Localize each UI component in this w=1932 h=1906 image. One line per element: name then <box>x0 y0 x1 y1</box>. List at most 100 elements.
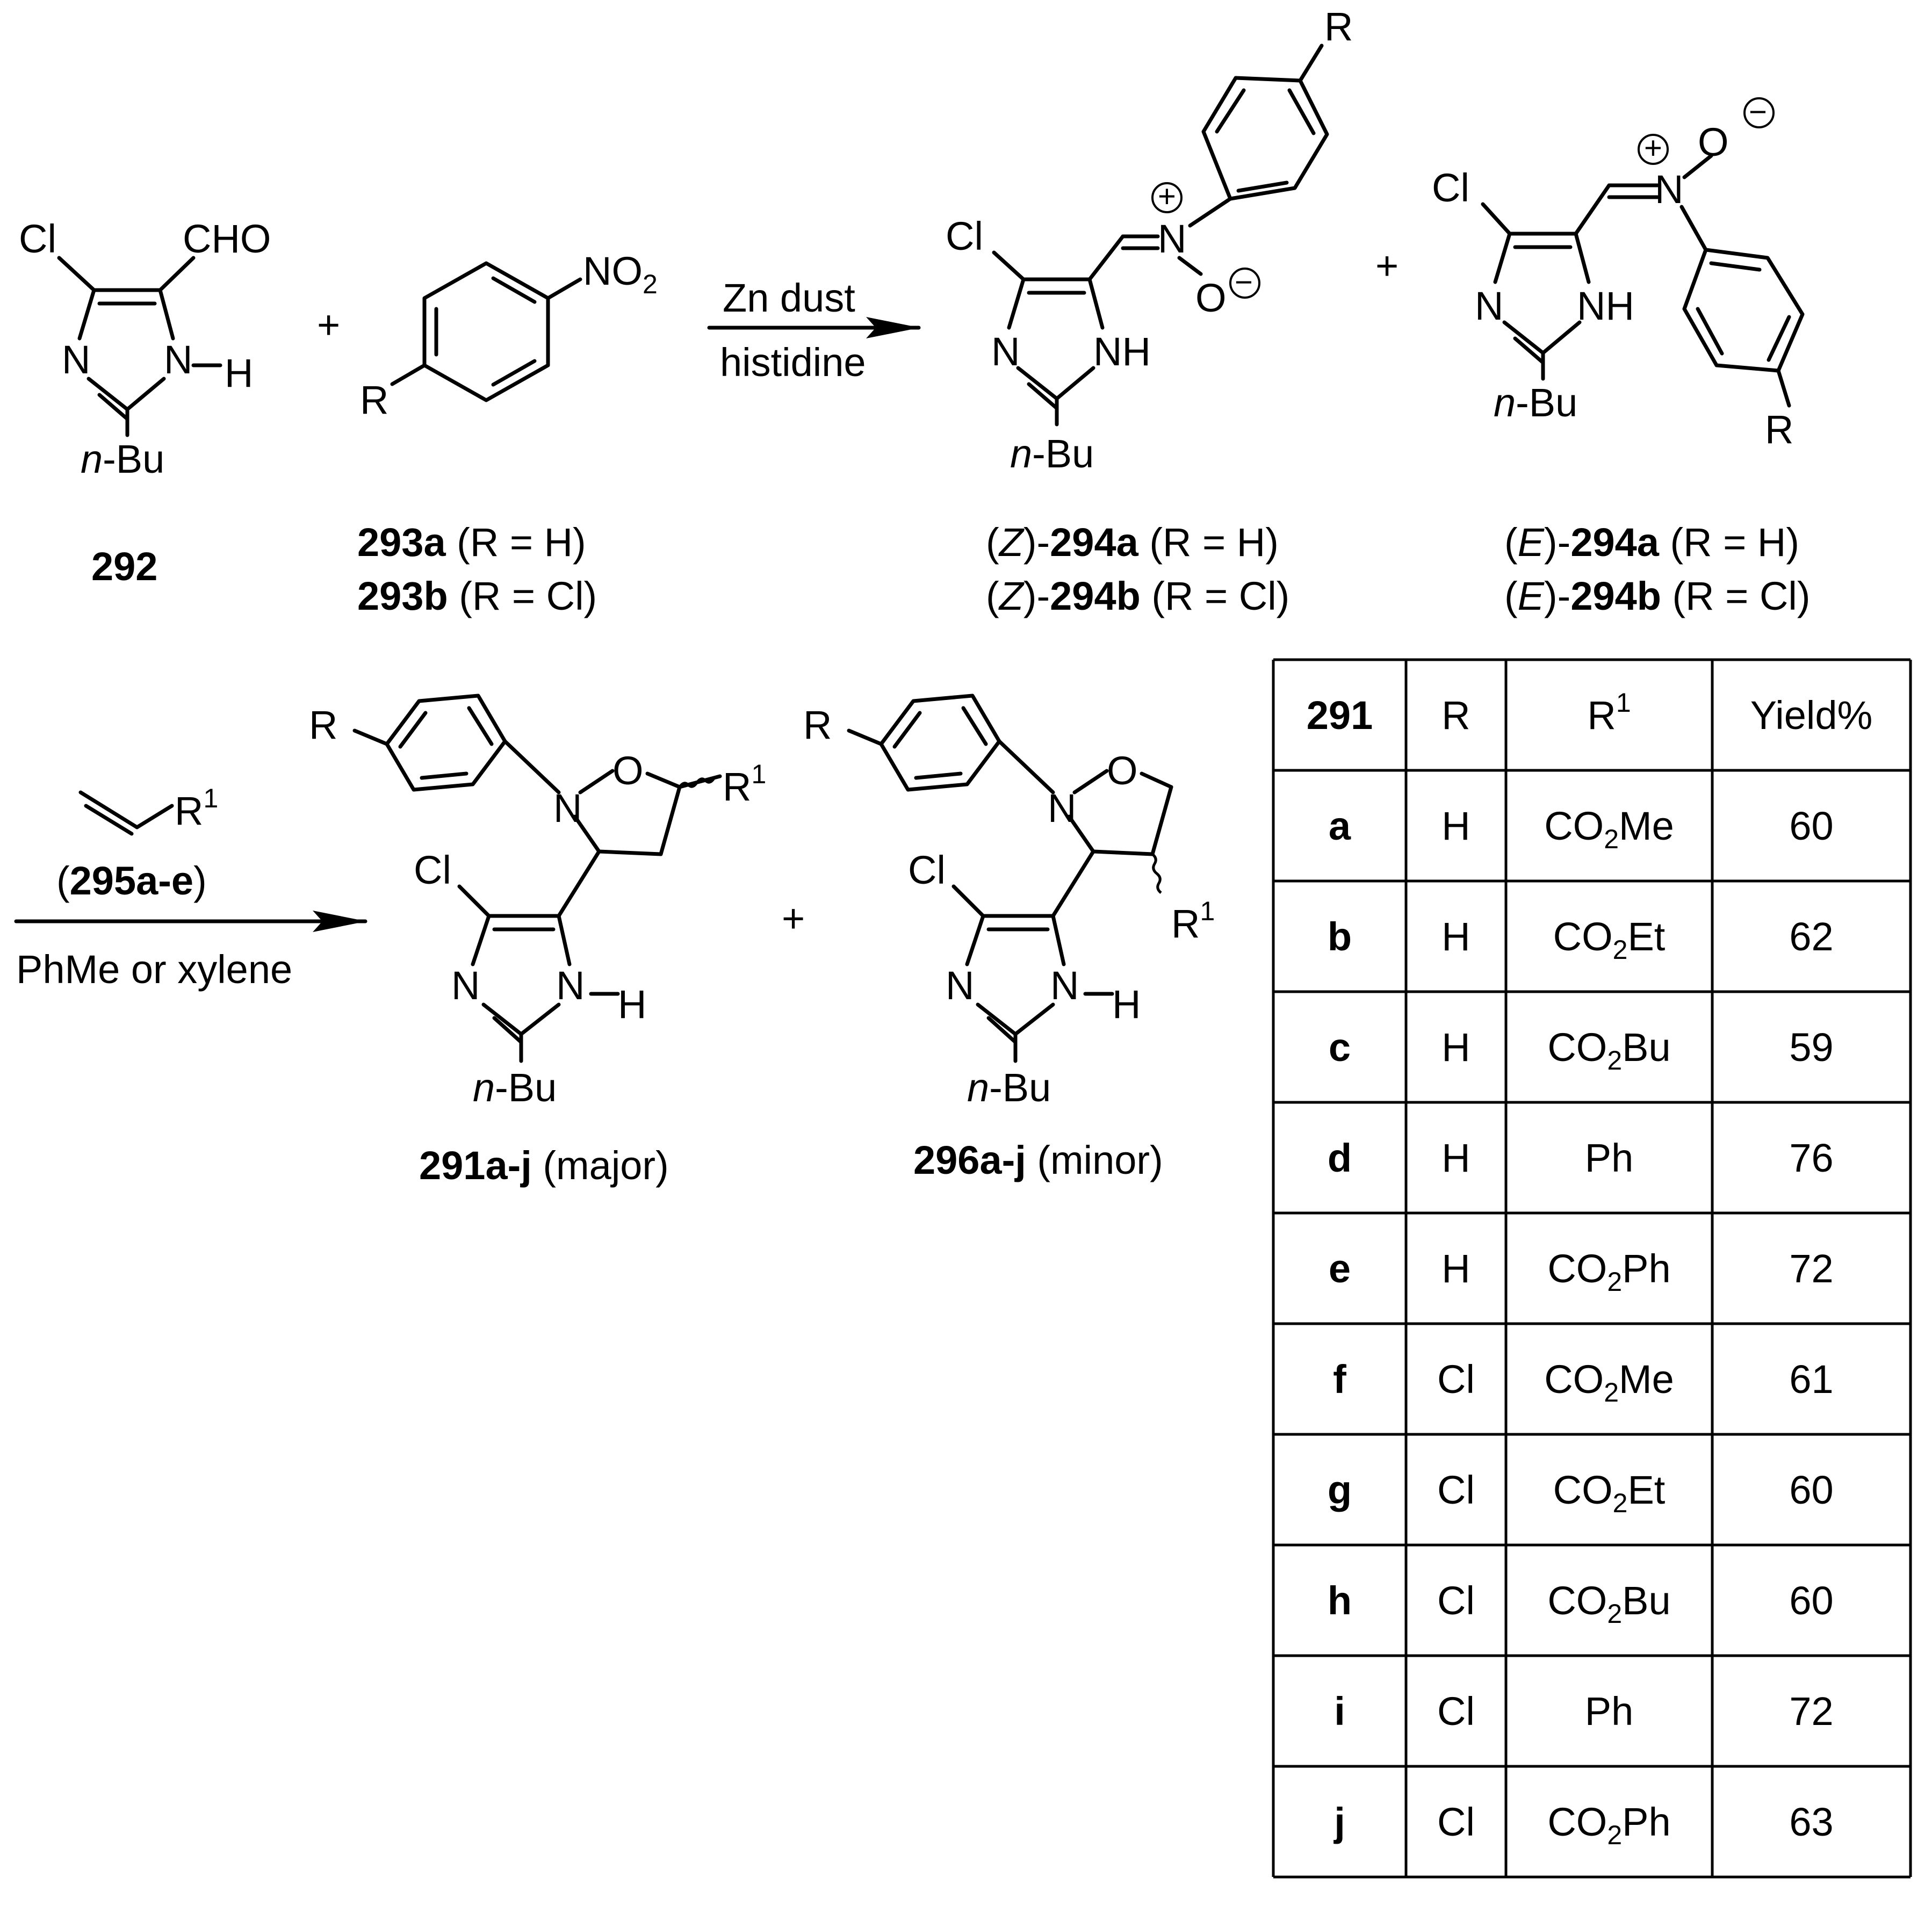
table-cell-r: Cl <box>1437 1689 1475 1734</box>
table-cell-yield: 63 <box>1789 1800 1833 1844</box>
compound-label-291: 291a-j (major) <box>419 1143 669 1188</box>
table-cell-r1: Ph <box>1585 1689 1634 1734</box>
cl-atom: Cl <box>946 214 983 258</box>
table-cell-r1: CO2Bu <box>1547 1578 1670 1629</box>
table-cell-r1: CO2Ph <box>1547 1246 1670 1297</box>
cho-group: CHO <box>183 216 271 261</box>
n-atom: N <box>1158 216 1186 261</box>
table-cell-r: Cl <box>1437 1800 1475 1844</box>
o-atom: O <box>1195 276 1227 320</box>
h-atom: H <box>618 982 646 1027</box>
compound-e-294: Cl N NH n-Bu N + O − R (E)-294a (R = H) … <box>1432 95 1810 618</box>
compound-label-e294b: (E)-294b (R = Cl) <box>1504 574 1810 618</box>
nbu-group: n-Bu <box>473 1065 557 1110</box>
r-substituent: R <box>1765 407 1793 452</box>
table-cell-yield: 60 <box>1789 804 1833 848</box>
compound-label-z294a: (Z)-294a (R = H) <box>986 520 1279 565</box>
o-atom: O <box>1698 120 1729 164</box>
table-cell-entry: h <box>1328 1578 1352 1623</box>
r-substituent: R <box>309 703 337 747</box>
compound-label-296: 296a-j (minor) <box>913 1138 1163 1182</box>
table-cell-entry: a <box>1329 804 1351 848</box>
table-cell-entry: j <box>1333 1800 1345 1844</box>
cl-atom: Cl <box>908 848 946 892</box>
nh-group: NH <box>1093 329 1151 374</box>
plus-sign: + <box>782 896 805 941</box>
compound-z-294: Cl N NH n-Bu N + O − R (Z)-294a (R = H) … <box>946 4 1353 618</box>
h-atom: H <box>225 351 253 395</box>
r-substituent: R <box>803 703 832 747</box>
table-cell-entry: c <box>1329 1025 1351 1070</box>
nbu-group: n-Bu <box>967 1065 1051 1110</box>
n-atom: N <box>1050 963 1079 1008</box>
n-atom: N <box>553 786 582 831</box>
h-atom: H <box>1112 982 1141 1027</box>
reaction-arrow-1: Zn dust histidine <box>707 276 921 385</box>
table-cell-r: H <box>1441 804 1470 848</box>
table-header-compound: 291 <box>1307 693 1373 738</box>
table-cell-yield: 61 <box>1789 1357 1833 1402</box>
table-cell-yield: 76 <box>1789 1136 1833 1180</box>
table-cell-r1: Ph <box>1585 1136 1634 1180</box>
n-atom: N <box>946 963 974 1008</box>
n-atom: N <box>556 963 585 1008</box>
table-cell-r1: CO2Bu <box>1547 1025 1670 1075</box>
solvent-label: PhMe or xylene <box>16 947 292 992</box>
table-cell-entry: g <box>1328 1468 1352 1512</box>
nitro-group: NO2 <box>583 249 658 299</box>
n-atom: N <box>62 337 90 382</box>
table-cell-r: Cl <box>1437 1468 1475 1512</box>
r1-substituent: R1 <box>723 759 766 809</box>
table-cell-entry: d <box>1328 1136 1352 1180</box>
n-atom: N <box>451 963 480 1008</box>
cl-atom: Cl <box>1432 165 1469 210</box>
nh-group: NH <box>1577 284 1634 328</box>
r-substituent: R <box>1324 4 1353 49</box>
table-cell-yield: 62 <box>1789 914 1833 959</box>
reagent-histidine: histidine <box>720 340 866 385</box>
table-cell-r: H <box>1441 1136 1470 1180</box>
table-header-r: R <box>1441 693 1470 738</box>
table-cell-entry: f <box>1333 1357 1346 1402</box>
reaction-arrow-2: R1 (295a-e) PhMe or xylene <box>14 783 367 992</box>
table-cell-r: Cl <box>1437 1357 1475 1402</box>
nbu-group: n-Bu <box>1494 380 1577 425</box>
nbu-group: n-Bu <box>81 437 164 481</box>
compound-label-293b: 293b (R = Cl) <box>357 574 597 618</box>
table-cell-yield: 72 <box>1789 1246 1833 1291</box>
table-cell-r1: CO2Me <box>1544 804 1674 854</box>
compound-label-e294a: (E)-294a (R = H) <box>1504 520 1799 565</box>
compound-293: NO2 R 293a (R = H) 293b (R = Cl) <box>357 249 658 618</box>
table-cell-yield: 60 <box>1789 1468 1833 1512</box>
compound-291: R N O R1 Cl N N H n-Bu 291a-j (major) <box>309 694 766 1188</box>
compound-label-z294b: (Z)-294b (R = Cl) <box>986 574 1289 618</box>
table-cell-r: H <box>1441 1246 1470 1291</box>
o-atom: O <box>1107 748 1138 793</box>
r1-substituent: R1 <box>1171 896 1215 946</box>
plus-sign: + <box>1375 243 1398 288</box>
table-cell-yield: 59 <box>1789 1025 1833 1070</box>
table-cell-r1: CO2Et <box>1553 1468 1666 1518</box>
table-cell-r: H <box>1441 1025 1470 1070</box>
table-cell-entry: i <box>1334 1689 1345 1734</box>
table-cell-r1: CO2Et <box>1553 914 1666 965</box>
table-cell-entry: b <box>1328 914 1352 959</box>
compound-label-292: 292 <box>91 544 157 589</box>
table-header-r1: R1 <box>1587 688 1631 738</box>
cl-atom: Cl <box>19 216 56 261</box>
n-atom: N <box>164 337 192 382</box>
compound-296: R N O R1 Cl N N H n-Bu 296a-j (minor) <box>803 694 1215 1182</box>
table-cell-r: H <box>1441 914 1470 959</box>
n-atom: N <box>991 329 1020 374</box>
alkene-r1: R1 <box>175 783 218 833</box>
table-cell-entry: e <box>1329 1246 1351 1291</box>
cl-atom: Cl <box>414 848 451 892</box>
compound-label-293a: 293a (R = H) <box>357 520 586 565</box>
plus-sign: + <box>317 302 340 347</box>
n-atom: N <box>1475 284 1503 328</box>
table-cell-yield: 72 <box>1789 1689 1833 1734</box>
r-substituent: R <box>360 378 388 422</box>
table-cell-yield: 60 <box>1789 1578 1833 1623</box>
